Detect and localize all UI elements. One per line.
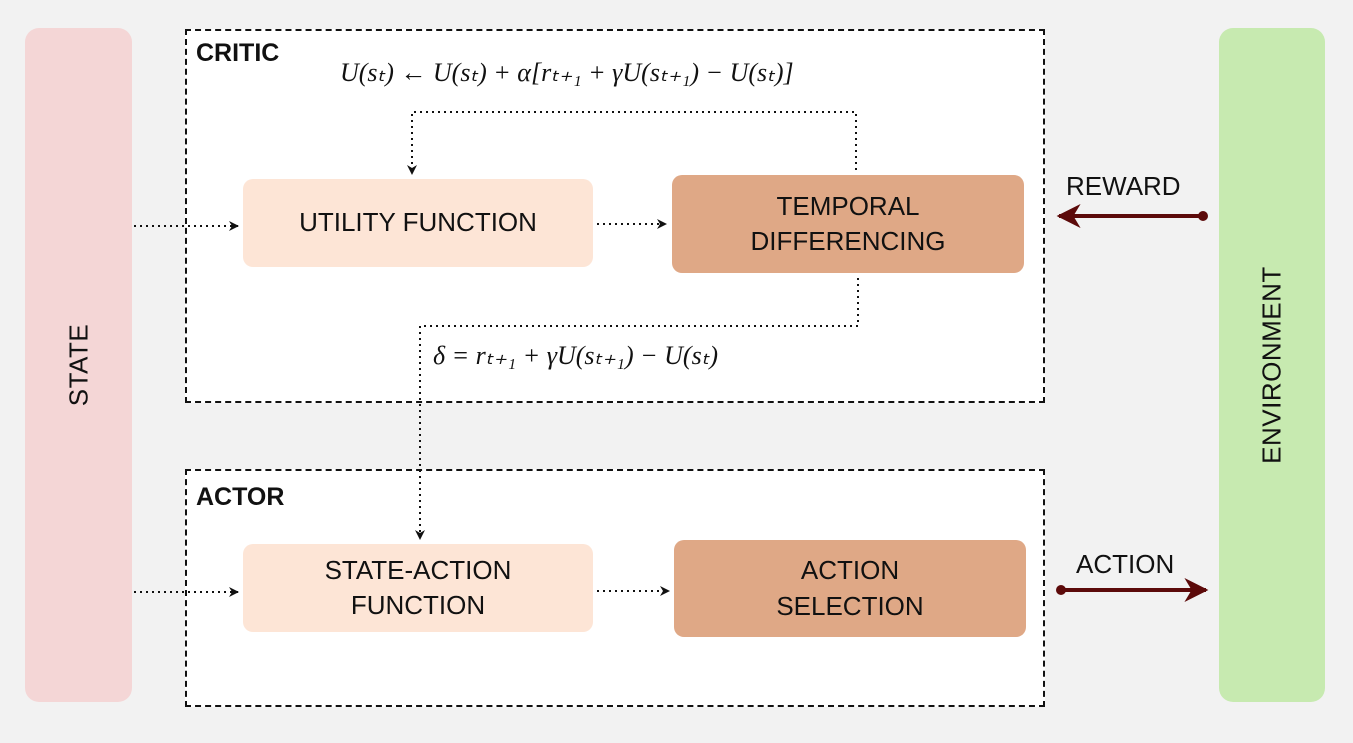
temporal-differencing-box: TEMPORAL DIFFERENCING xyxy=(672,175,1024,273)
action-label: ACTION xyxy=(1076,549,1175,579)
action-selection-label: ACTION SELECTION xyxy=(776,555,924,621)
action-source-dot xyxy=(1056,585,1066,595)
environment-bar: ENVIRONMENT xyxy=(1219,28,1325,702)
state-bar: STATE xyxy=(25,28,132,702)
reward-label: REWARD xyxy=(1066,171,1181,201)
utility-function-label: UTILITY FUNCTION xyxy=(299,207,537,238)
critic-title: CRITIC xyxy=(196,39,280,67)
reward-source-dot xyxy=(1198,211,1208,221)
state-action-function-label: STATE-ACTION FUNCTION xyxy=(324,554,512,620)
td-error-formula: δ = rₜ₊₁ + γU(sₜ₊₁) − U(sₜ) xyxy=(433,341,719,370)
td-to-actor-arrow xyxy=(415,278,859,540)
temporal-differencing-label: TEMPORAL DIFFERENCING xyxy=(750,190,946,256)
actor-title: ACTOR xyxy=(196,483,285,511)
action-selection-box: ACTION SELECTION xyxy=(674,540,1026,637)
critic-update-formula: U(sₜ) ← U(sₜ) + α[rₜ₊₁ + γU(sₜ₊₁) − U(sₜ… xyxy=(340,58,794,87)
state-action-function-box: STATE-ACTION FUNCTION xyxy=(243,544,593,632)
utility-function-box: UTILITY FUNCTION xyxy=(243,179,593,267)
td-to-utility-feedback-arrow xyxy=(407,111,857,175)
